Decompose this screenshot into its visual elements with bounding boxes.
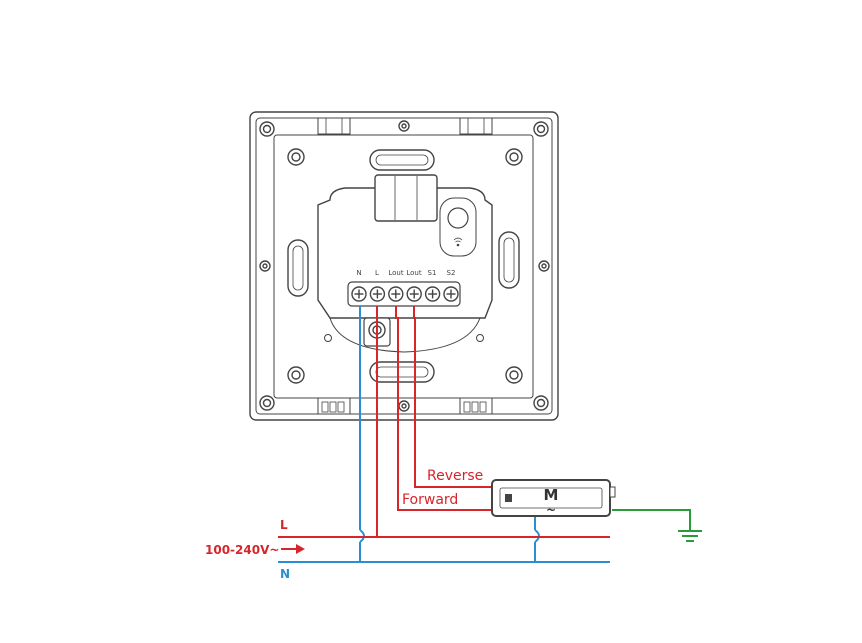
terminal-label-lout-2: Lout	[406, 269, 421, 277]
arrow-right-icon	[281, 544, 305, 554]
terminal-screw	[369, 286, 386, 302]
switch-back-plate	[249, 111, 559, 421]
terminal-screw	[424, 286, 441, 302]
voltage-label: 100-240V~	[205, 543, 279, 557]
terminal-label-s1: S1	[428, 269, 437, 277]
terminal-screw	[443, 286, 459, 302]
neutral-wires	[278, 306, 610, 563]
live-line-label: L	[280, 518, 288, 532]
terminal-label-s2: S2	[447, 269, 456, 277]
terminal-label-n: N	[356, 269, 361, 277]
neutral-line-label: N	[280, 567, 290, 581]
motor-ac-symbol: ~	[546, 503, 556, 517]
switch-module	[317, 174, 493, 353]
reverse-label: Reverse	[427, 468, 483, 484]
terminal-label-l: L	[375, 269, 379, 277]
terminal-screw	[388, 286, 404, 302]
ground-wire	[612, 509, 691, 530]
terminal-screws	[351, 286, 459, 302]
forward-label: Forward	[402, 492, 458, 508]
ground-icon	[678, 530, 702, 542]
terminal-screw	[406, 286, 422, 302]
live-wires	[278, 306, 610, 538]
motor: M ~	[491, 479, 616, 517]
terminal-label-lout-1: Lout	[388, 269, 403, 277]
terminal-labels: N L Lout Lout S1 S2	[356, 269, 455, 277]
motor-label: M	[544, 486, 559, 504]
terminal-screw	[351, 286, 367, 302]
wifi-icon	[453, 237, 463, 247]
